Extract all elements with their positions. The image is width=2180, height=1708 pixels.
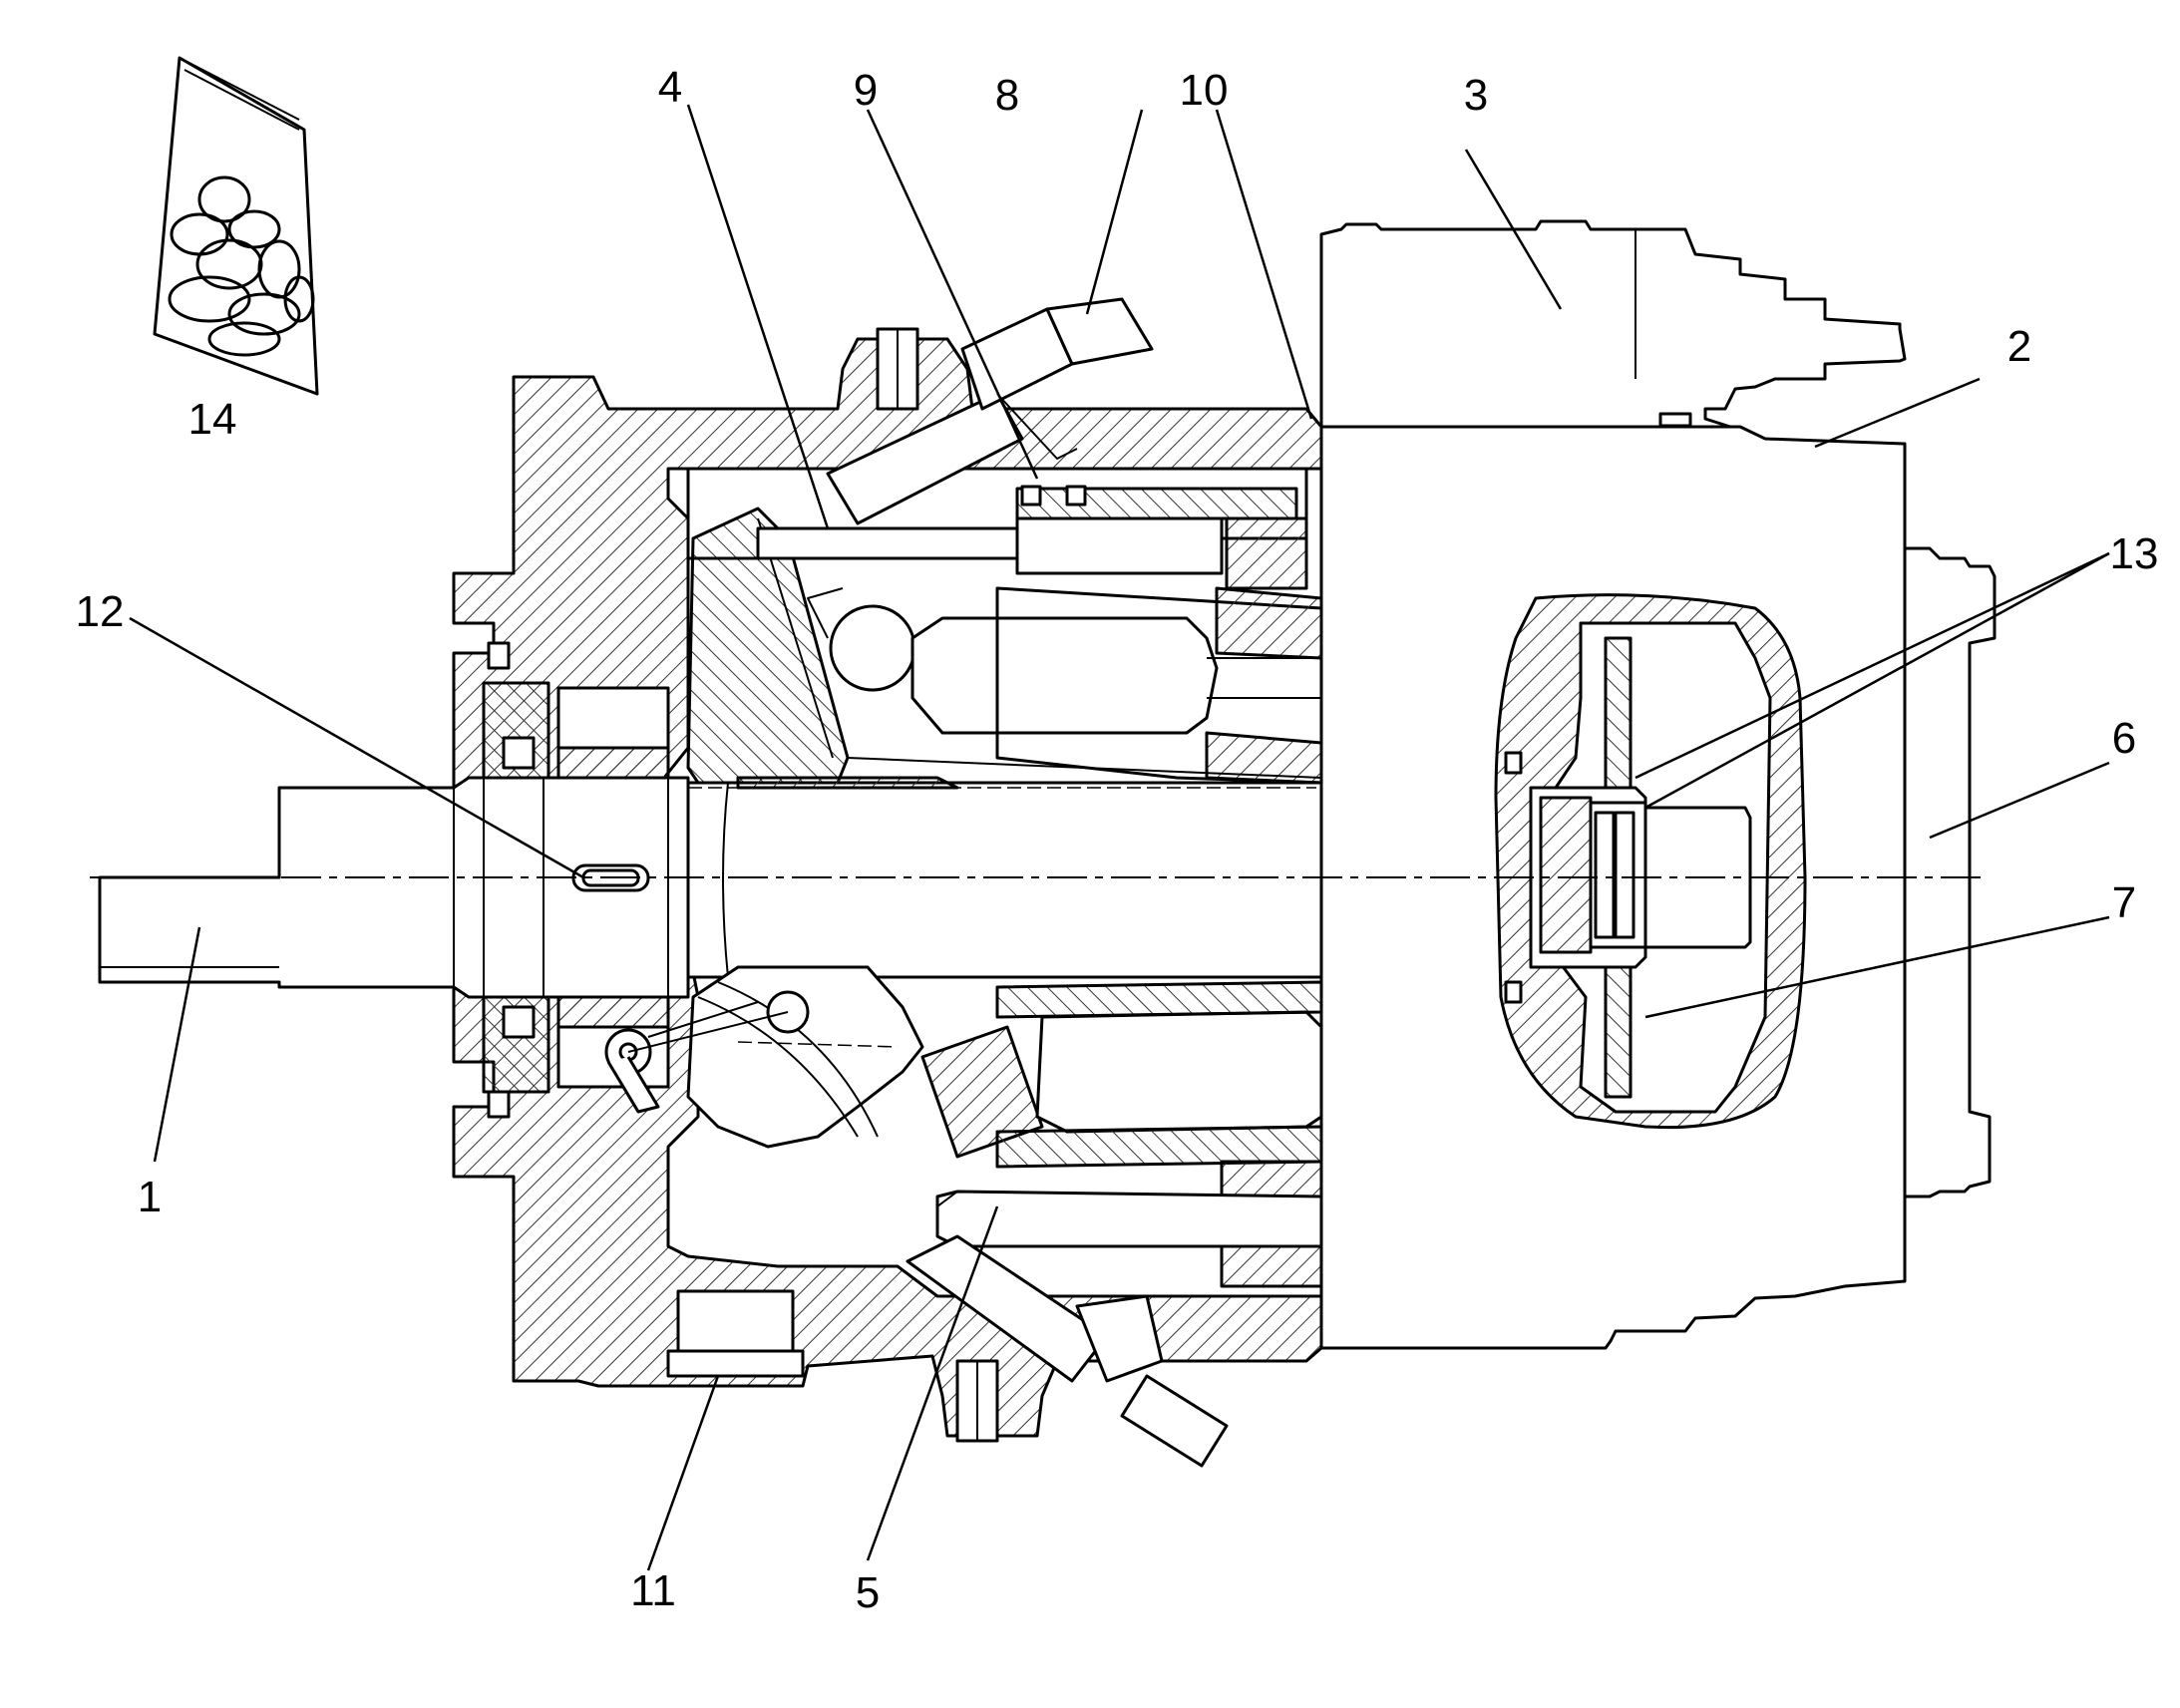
upper-piston bbox=[807, 587, 1321, 735]
label-8: 8 bbox=[995, 71, 1019, 120]
control-valve-block bbox=[1319, 219, 1907, 429]
stroking-piston-lower bbox=[935, 1190, 1323, 1248]
label-14: 14 bbox=[188, 395, 237, 444]
adjustment-screw-lower bbox=[906, 1234, 1229, 1468]
part-labels: 1 2 3 4 5 6 7 8 9 10 11 12 13 14 bbox=[76, 63, 2159, 1617]
lower-piston bbox=[920, 980, 1323, 1288]
label-1: 1 bbox=[138, 1173, 162, 1221]
label-5: 5 bbox=[856, 1568, 880, 1617]
seal-kit-bag bbox=[153, 56, 319, 396]
label-11: 11 bbox=[630, 1566, 676, 1615]
label-4: 4 bbox=[658, 63, 682, 112]
adjustment-screw-upper bbox=[826, 297, 1154, 525]
label-3: 3 bbox=[1464, 71, 1488, 120]
stroking-piston-upper bbox=[756, 485, 1308, 590]
label-12: 12 bbox=[76, 587, 125, 636]
through-drive-coupling bbox=[1494, 593, 1807, 1130]
label-9: 9 bbox=[854, 66, 878, 115]
end-cover bbox=[1905, 546, 1997, 1198]
label-10: 10 bbox=[1180, 66, 1229, 115]
drive-shaft bbox=[98, 776, 1323, 999]
label-2: 2 bbox=[2007, 322, 2031, 371]
label-7: 7 bbox=[2112, 878, 2136, 927]
leader-lines bbox=[129, 104, 2110, 1571]
label-6: 6 bbox=[2112, 714, 2136, 763]
drain-plug bbox=[666, 1289, 805, 1378]
control-linkage bbox=[604, 965, 924, 1149]
label-13: 13 bbox=[2110, 529, 2159, 578]
